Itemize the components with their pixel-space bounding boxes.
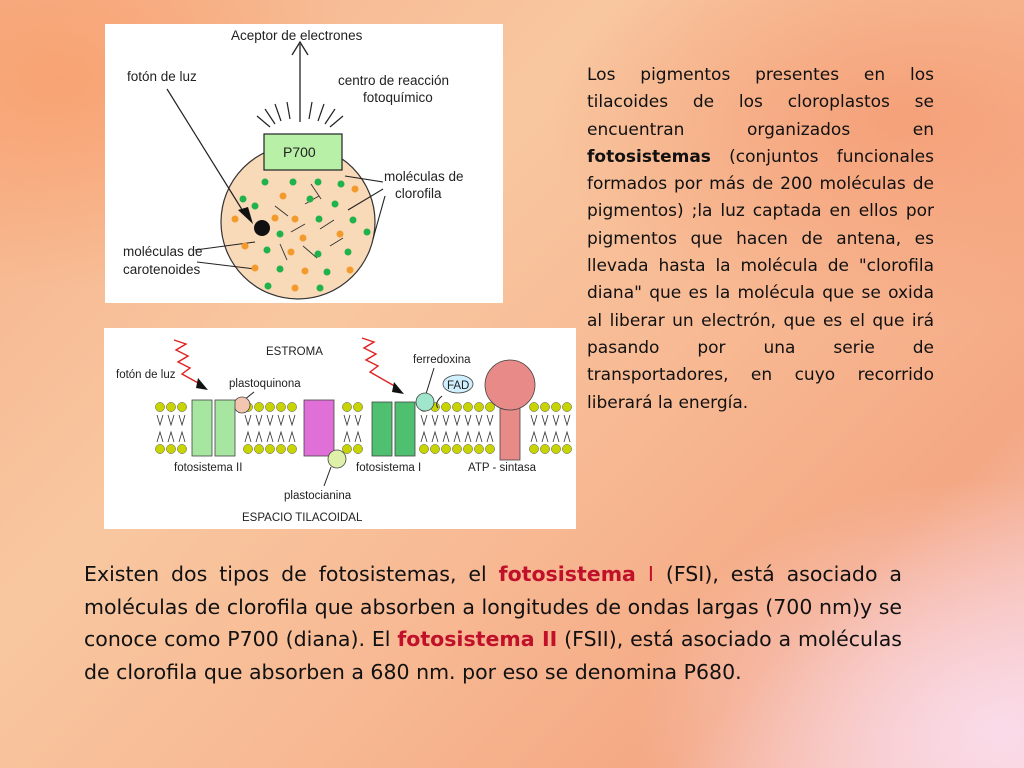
- photon-arrow: [166, 88, 253, 224]
- p700-label: P700: [283, 144, 316, 160]
- bottom-text-part2: (FSI), está asociado a moléculas de clor…: [84, 562, 902, 651]
- fad-label: FAD: [447, 380, 469, 392]
- thylakoid-svg: ESTROMA fotón de luz plastoquinona ferre…: [116, 337, 572, 524]
- reaction-center-line1: centro de reacción: [338, 73, 449, 88]
- plastocianina-label: plastocianina: [284, 490, 352, 502]
- ps1-block-b: [394, 401, 416, 457]
- atp-synthase-head: [484, 359, 536, 411]
- side-text-bold: fotosistemas: [587, 146, 711, 167]
- photon-waves: [173, 337, 399, 389]
- photon-label: fotón de luz: [127, 69, 197, 84]
- ps2-block-b: [214, 399, 236, 457]
- atp-label: ATP - sintasa: [468, 462, 537, 474]
- chlorophyll-line1: moléculas de: [384, 169, 464, 184]
- plastocianina-arrow: [323, 466, 332, 487]
- bottom-text-highlight-fsii: fotosistema II: [397, 627, 558, 651]
- cytochrome-complex: [303, 399, 335, 457]
- bottom-text-part1: Existen dos tipos de fotosistemas, el: [84, 562, 499, 586]
- photosystem-svg: Aceptor de electrones P700 fotón de luz …: [123, 28, 464, 300]
- chlorophyll-arrows: [344, 175, 386, 240]
- fad-arrow: [436, 395, 443, 409]
- central-molecule: [254, 220, 270, 236]
- reaction-center-line2: fotoquímico: [363, 90, 433, 105]
- photosystem-diagram: Aceptor de electrones P700 fotón de luz …: [105, 24, 503, 303]
- plastocianina-molecule: [327, 449, 347, 469]
- estroma-label: ESTROMA: [266, 346, 323, 358]
- bottom-text-highlight-fsi: fotosistema: [498, 562, 636, 586]
- ferredoxina-arrow: [425, 367, 435, 395]
- fad-ellipse: [442, 374, 474, 394]
- acceptor-label: Aceptor de electrones: [231, 28, 363, 43]
- energy-rays: [256, 101, 344, 128]
- photon-arrowheads: [196, 378, 404, 394]
- side-text-part1: Los pigmentos presentes en los tilacoide…: [587, 65, 934, 140]
- ps2-block-a: [191, 399, 213, 457]
- espacio-label: ESPACIO TILACOIDAL: [242, 512, 363, 524]
- plastoquinona-molecule: [233, 396, 251, 414]
- side-text-part2: (conjuntos funcionales formados por más …: [587, 146, 934, 413]
- ferredoxina-label: ferredoxina: [413, 354, 471, 366]
- pigment-dots: [231, 178, 371, 292]
- lipid-bilayer: [155, 402, 572, 454]
- p700-box: [263, 133, 343, 171]
- ps1-block-a: [371, 401, 393, 457]
- chlorophyll-line2: clorofila: [395, 186, 442, 201]
- ps2-label: fotosistema II: [174, 462, 242, 474]
- carotenoid-line1: moléculas de: [123, 244, 203, 259]
- ferredoxina-molecule: [415, 392, 435, 412]
- bottom-text-part3: (FSII), está asociado a moléculas de clo…: [84, 627, 902, 684]
- ps1-label: fotosistema I: [356, 462, 421, 474]
- carotenoid-line2: carotenoides: [123, 262, 201, 277]
- thylakoid-membrane-diagram: ESTROMA fotón de luz plastoquinona ferre…: [104, 328, 576, 529]
- bottom-text-highlight-fsi-numeral: I: [635, 562, 654, 586]
- bottom-paragraph: Existen dos tipos de fotosistemas, el fo…: [84, 558, 902, 688]
- plastoquinona-label: plastoquinona: [229, 378, 301, 390]
- photon-label-bottom: fotón de luz: [116, 369, 176, 381]
- side-paragraph: Los pigmentos presentes en los tilacoide…: [587, 62, 934, 417]
- acceptor-arrow: [291, 40, 309, 122]
